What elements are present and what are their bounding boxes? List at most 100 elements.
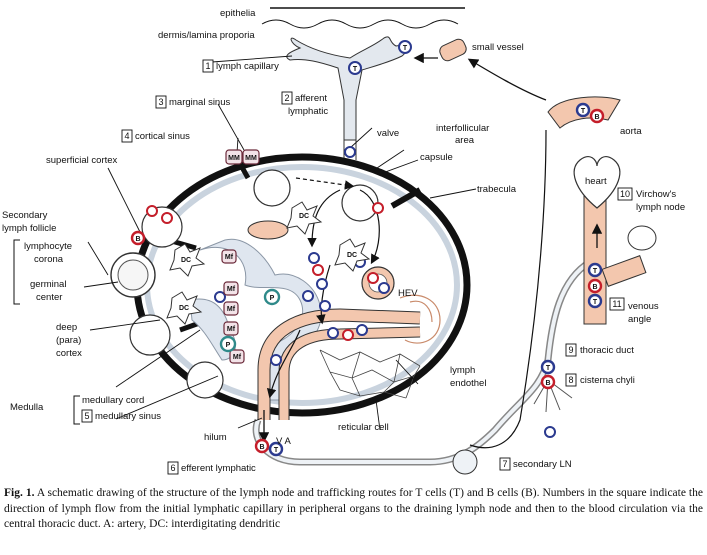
t-cell [270, 354, 282, 366]
t-cell-label: T [403, 45, 408, 52]
mf-cell [229, 349, 245, 364]
dc-label: DC [299, 213, 309, 220]
t-cell [356, 324, 368, 336]
t-cell [348, 61, 362, 75]
label-efferent-lymphatic: efferent lymphatic [181, 463, 256, 474]
label-center: center [36, 292, 62, 303]
caption-text: A schematic drawing of the structure of … [4, 487, 703, 530]
label-germinal: germinal [30, 279, 66, 290]
mf-cell [223, 301, 239, 316]
dc-label: DC [181, 257, 191, 264]
subclavian [601, 255, 647, 287]
step-10: 10 [620, 189, 630, 199]
label-para: (para) [56, 335, 81, 346]
step-4: 4 [124, 131, 129, 141]
bracket-follicle [13, 239, 20, 305]
b-cell [130, 230, 146, 246]
t-cell [540, 359, 556, 375]
lymph-follicle [129, 314, 171, 356]
label-medulla: Medulla [10, 402, 44, 413]
b-cell [367, 272, 379, 284]
mf-cell [221, 249, 237, 264]
b-cell [372, 202, 384, 214]
lymph-follicle [186, 361, 224, 399]
b-cell-label: B [259, 444, 264, 451]
aorta-down-arrow [469, 129, 547, 449]
plasma-cell [263, 288, 281, 306]
label-virchow-1: Virchow's [636, 189, 676, 200]
label-area: area [455, 135, 475, 146]
t-cell-label: T [274, 447, 279, 454]
pointer-lines [83, 55, 477, 431]
germinal-center [117, 259, 149, 291]
mf-label: Mf [225, 254, 234, 261]
reticular-network [319, 349, 421, 399]
label-capsule: capsule [420, 152, 453, 163]
step-11: 11 [612, 299, 621, 309]
vein-fill [258, 309, 421, 420]
step-9: 9 [568, 345, 573, 355]
caption-figure-number: Fig. 1. [4, 487, 35, 499]
label-thoracic-duct: thoracic duct [580, 345, 634, 356]
t-cell [327, 327, 339, 339]
b-cell [254, 438, 270, 454]
label-superficial-cortex: superficial cortex [46, 155, 118, 166]
label-reticular-cell: reticular cell [338, 422, 389, 433]
blood-vessel-section [247, 220, 289, 240]
plasma-cell [219, 335, 237, 353]
afferent-vessel [343, 140, 357, 160]
t-cell [308, 252, 320, 264]
t-cell-label: T [353, 66, 358, 73]
small-vessel [439, 38, 467, 62]
t-cell-label: T [581, 108, 586, 115]
label-va: V A [276, 436, 291, 447]
dermis-wave [261, 19, 459, 29]
secondary-ln [452, 449, 478, 475]
label-endothel: endothel [450, 378, 486, 389]
t-cell [316, 278, 328, 290]
b-cell [540, 374, 556, 390]
capillary-loops [399, 294, 441, 344]
mm-label: MM [228, 155, 240, 162]
lymph-capillary [286, 36, 407, 141]
label-cisterna-chyli: cisterna chyli [580, 375, 635, 386]
flow-arrow [266, 329, 301, 399]
label-lymph: lymph [450, 365, 475, 376]
mm-label: MM [245, 155, 257, 162]
virchow-node [627, 225, 657, 251]
heart-shape [573, 156, 621, 209]
label-hev: HEV [398, 288, 418, 299]
mf-label: Mf [227, 326, 236, 333]
t-cell [268, 441, 284, 457]
label-cortical-sinus: cortical sinus [135, 131, 190, 142]
b-cell [161, 212, 173, 224]
label-venous: venous [628, 301, 659, 312]
label-marginal-sinus: marginal sinus [169, 97, 230, 108]
label-interfollicular: interfollicular [436, 123, 489, 134]
step-7: 7 [502, 459, 507, 469]
t-cell [378, 282, 390, 294]
label-angle: angle [628, 314, 651, 325]
mf-label: Mf [233, 354, 242, 361]
dc-label: DC [179, 305, 189, 312]
thoracic-duct-inner [546, 260, 592, 361]
lymph-node-diagram: T T B B T B T T B T T B MM MM Mf Mf Mf M… [2, 7, 685, 475]
t-cell [398, 40, 412, 54]
step-3: 3 [158, 97, 163, 107]
label-medullary-sinus: medullary sinus [95, 411, 161, 422]
label-lymphatic: lymphatic [288, 106, 328, 117]
mm-cell [242, 149, 260, 165]
b-cell [587, 278, 603, 294]
label-lymphocyte: lymphocyte [24, 241, 72, 252]
label-secondary-ln: secondary LN [513, 459, 572, 470]
label-aorta: aorta [620, 126, 642, 137]
flow-arrow [316, 264, 331, 325]
b-cell-label: B [545, 380, 550, 387]
b-cell-label: B [594, 114, 599, 121]
mf-cell [223, 321, 239, 336]
b-cell [312, 264, 324, 276]
mm-cell [225, 149, 243, 165]
dc-label: DC [347, 252, 357, 259]
step-1: 1 [205, 61, 210, 71]
figure-caption: Fig. 1. A schematic drawing of the struc… [4, 486, 703, 552]
